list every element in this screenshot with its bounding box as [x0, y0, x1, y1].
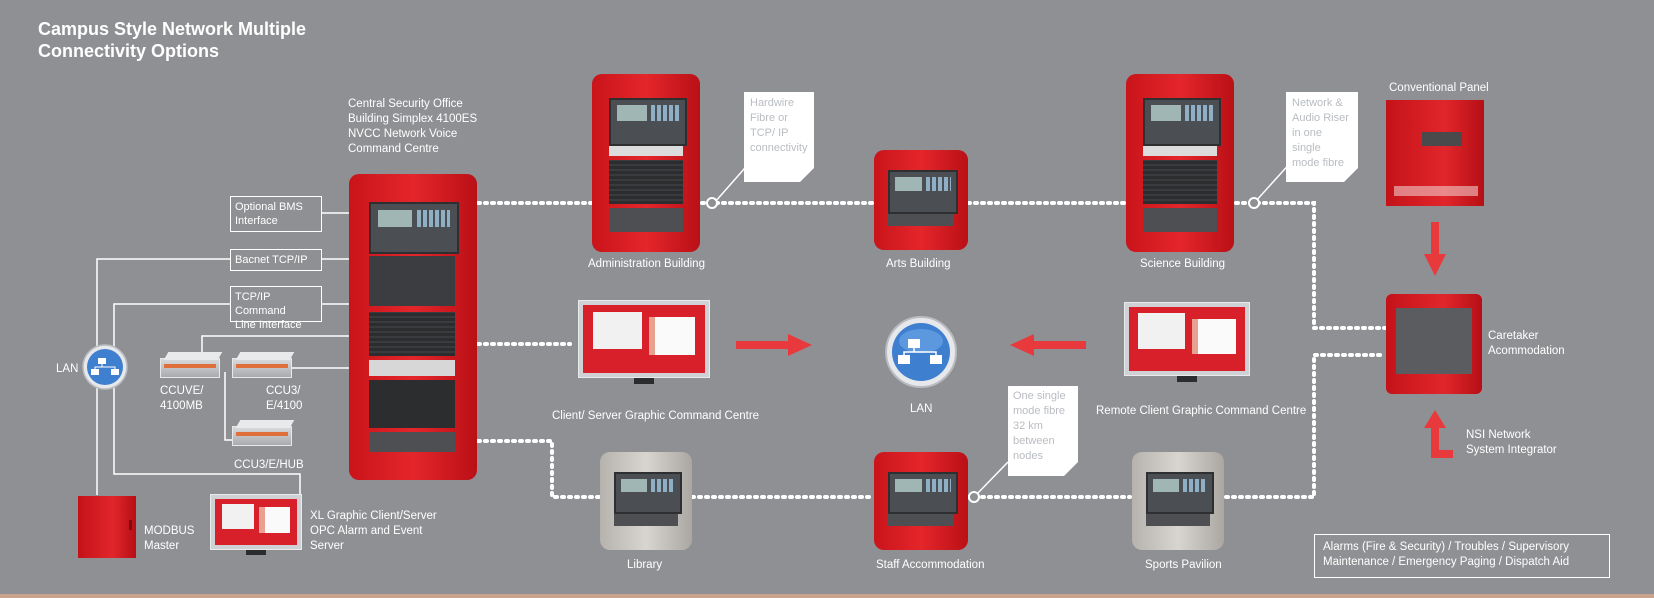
red-arrow-up-icon: [1424, 410, 1453, 458]
arts-building-panel: [874, 150, 968, 250]
lan-globe-icon: [885, 316, 957, 388]
red-arrow-down-icon: [1424, 222, 1446, 276]
wire-lan-tcpip: [113, 303, 230, 350]
ccu3-e4100-label: CCU3/E/4100: [266, 385, 303, 412]
bottom-rule: [0, 594, 1654, 598]
remote-client-label: Remote Client Graphic Command Centre: [1096, 405, 1307, 417]
lan-left-globe-icon: [82, 344, 128, 390]
fibre-link-lower: [476, 353, 1387, 499]
library-panel: [600, 452, 692, 550]
note-pointer-single: [974, 461, 1009, 497]
wire-lan-xl: [113, 378, 301, 495]
wire-modules: [201, 335, 350, 352]
ccuve-module: [160, 352, 223, 378]
wire-hub: [224, 372, 232, 441]
xl-graphic-monitor: [210, 494, 302, 556]
sports-pavilion-label: Sports Pavilion: [1145, 559, 1222, 571]
wire-lan-bacnet: [96, 258, 230, 355]
science-building-panel: [1126, 74, 1234, 252]
fibre-link-riser: [1234, 201, 1387, 330]
diagram-title: Campus Style Network Multiple Connectivi…: [38, 19, 307, 61]
client-server-monitor: [578, 300, 710, 386]
arts-building-label: Arts Building: [886, 258, 951, 270]
modbus-master-box: [78, 496, 136, 558]
admin-building-panel: [592, 74, 700, 252]
central-4100es-panel: [349, 174, 477, 480]
lan-left-label: LAN: [56, 363, 79, 375]
sports-pavilion-panel: [1132, 452, 1224, 550]
caretaker-panel: [1386, 294, 1482, 394]
red-arrow-left-icon: [1010, 334, 1086, 356]
red-arrow-right-icon: [736, 334, 812, 356]
staff-accommodation-panel: [874, 452, 968, 550]
admin-building-label: Administration Building: [588, 258, 705, 270]
client-server-label: Client/ Server Graphic Command Centre: [552, 410, 760, 422]
ccu3-hub-module: [232, 420, 295, 446]
bacnet-box: Bacnet TCP/IP: [230, 249, 322, 271]
staff-accommodation-label: Staff Accommodation: [876, 559, 985, 571]
science-building-label: Science Building: [1140, 258, 1226, 270]
legend-box: Alarms (Fire & Security) / Troubles / Su…: [1314, 534, 1610, 578]
conventional-panel-label: Conventional Panel: [1389, 82, 1489, 94]
central-office-label: Central Security Office Building Simplex…: [348, 98, 478, 155]
remote-client-monitor: [1124, 302, 1250, 384]
ccu3-hub-label: CCU3/E/HUB: [234, 459, 304, 471]
library-label: Library: [627, 559, 663, 571]
lan-center-label: LAN: [910, 403, 933, 415]
conventional-panel: [1386, 100, 1484, 206]
ccu3-e4100-module: [232, 352, 295, 378]
ccuve-label: CCUVE/4100MB: [160, 385, 204, 412]
